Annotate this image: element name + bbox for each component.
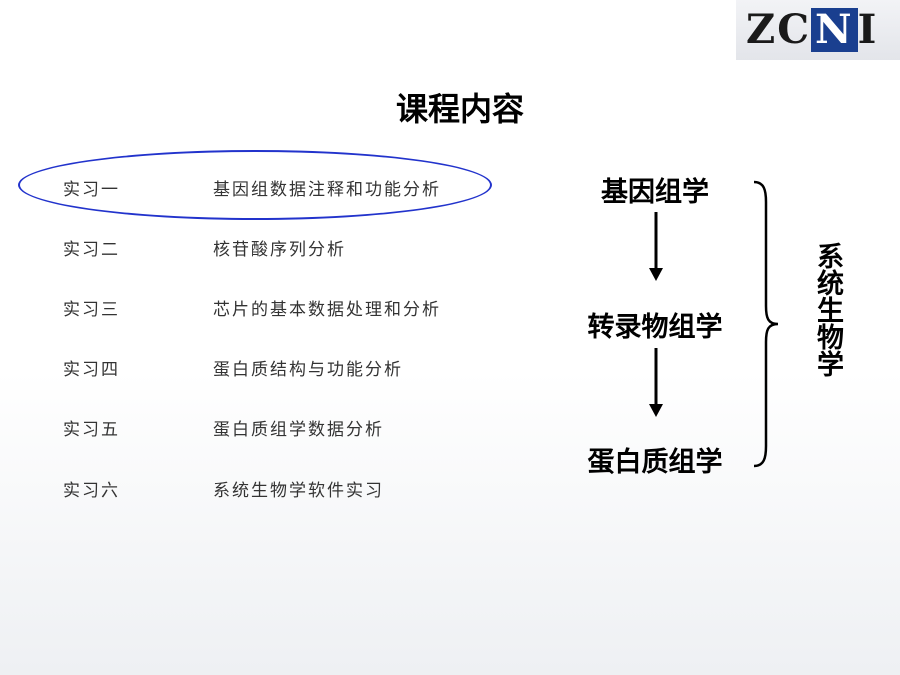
item-6-name: 实习六 xyxy=(63,481,120,501)
item-5-name: 实习五 xyxy=(63,420,120,440)
logo-n-block: N xyxy=(811,8,858,52)
item-4-desc: 蛋白质结构与功能分析 xyxy=(213,360,403,380)
systems-biology-label: 系统生物学 xyxy=(812,242,843,377)
flow-transcriptomics: 转录物组学 xyxy=(587,312,723,343)
arrow-down-icon xyxy=(649,212,663,281)
item-6-desc: 系统生物学软件实习 xyxy=(213,481,384,501)
item-1-name: 实习一 xyxy=(63,180,120,200)
right-brace-icon xyxy=(753,180,779,468)
highlight-ellipse xyxy=(18,150,492,220)
page-title: 课程内容 xyxy=(395,90,524,128)
item-3-name: 实习三 xyxy=(63,300,120,320)
item-4-name: 实习四 xyxy=(63,360,120,380)
item-2-name: 实习二 xyxy=(63,240,120,260)
flow-genomics: 基因组学 xyxy=(601,177,709,208)
item-3-desc: 芯片的基本数据处理和分析 xyxy=(213,300,441,320)
arrow-down-icon xyxy=(649,348,663,417)
item-2-desc: 核苷酸序列分析 xyxy=(213,240,346,260)
item-5-desc: 蛋白质组学数据分析 xyxy=(213,420,384,440)
flow-proteomics: 蛋白质组学 xyxy=(587,447,723,478)
item-1-desc: 基因组数据注释和功能分析 xyxy=(213,180,441,200)
